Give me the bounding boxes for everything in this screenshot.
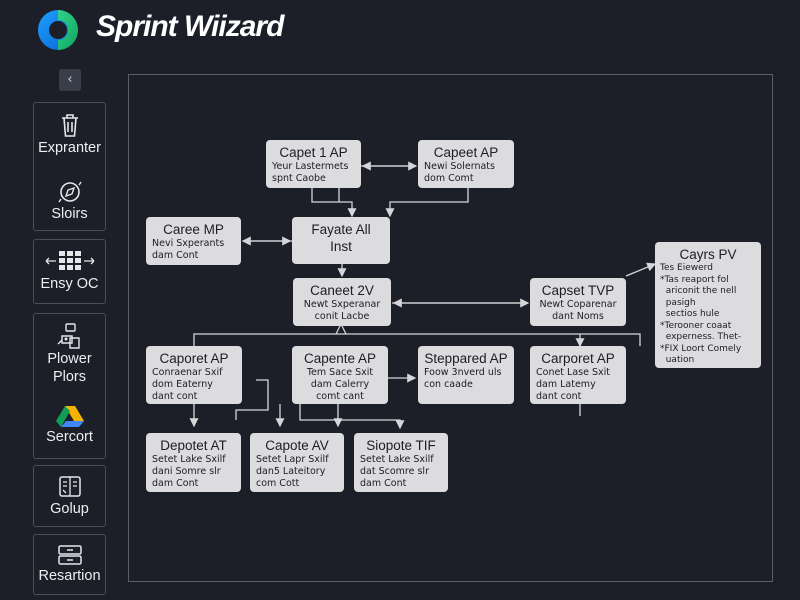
people-icon xyxy=(57,323,80,349)
diagram-node[interactable]: Cayrs PV Tes Eiewerd *Tas reaport fol ar… xyxy=(655,242,761,368)
grid-arrows-icon xyxy=(45,251,94,270)
sidebar-group-5: Resartion xyxy=(33,534,106,595)
drive-triangle-icon xyxy=(55,406,84,427)
node-description: Newt Sxperanar conit Lacbe xyxy=(303,299,381,322)
node-title: Depotet AT xyxy=(160,438,227,453)
sidebar-item-label: Sercort xyxy=(46,429,93,445)
node-title: Capet 1 AP xyxy=(279,145,348,160)
trash-icon xyxy=(61,114,78,137)
sidebar-item-label: Plower xyxy=(47,351,92,367)
sidebar-item-label: Ensy OC xyxy=(40,276,99,292)
node-title: Capeet AP xyxy=(433,145,499,160)
node-description: Newi Solernats dom Comt xyxy=(424,161,495,184)
archive-icon xyxy=(57,545,82,565)
app-logo-icon xyxy=(38,10,78,50)
node-title: Caporet AP xyxy=(159,351,229,366)
diagram-node[interactable]: Fayate All Inst xyxy=(292,217,390,264)
sidebar-item-plower-plors[interactable]: Plower Plors xyxy=(34,322,105,386)
diagram-node[interactable]: Capote AV Setet Lapr Sxilf dan5 Lateitor… xyxy=(250,433,344,492)
node-title: Cayrs PV xyxy=(679,247,737,262)
node-description: Setet Lapr Sxilf dan5 Lateitory com Cott xyxy=(256,454,329,489)
sidebar-item-expranter[interactable]: Expranter xyxy=(34,113,105,157)
node-description: Setet Lake Sxilf dat Scomre slr dam Cont xyxy=(360,454,434,489)
node-description: Nevi Sxperants dam Cont xyxy=(152,238,225,261)
diagram-node[interactable]: Capente AP Tem Sace Sxit dam Calerry com… xyxy=(292,346,388,404)
node-description: Conet Lase Sxit dam Latemy dant cont xyxy=(536,367,611,402)
node-description: Yeur Lastermets spnt Caobe xyxy=(272,161,349,184)
diagram-node[interactable]: Carporet AP Conet Lase Sxit dam Latemy d… xyxy=(530,346,626,404)
sidebar-group-1: Expranter Sloirs xyxy=(33,102,106,231)
node-title: Steppared AP xyxy=(424,351,508,366)
sidebar-item-label: Sloirs xyxy=(51,206,88,222)
diagram-node[interactable]: Steppared AP Foow 3nverd uls con caade xyxy=(418,346,514,404)
compass-icon xyxy=(57,181,82,203)
sidebar-collapse-button[interactable]: ‹ xyxy=(59,69,81,91)
node-title: Capset TVP xyxy=(541,283,615,298)
sidebar-item-resartion[interactable]: Resartion xyxy=(34,543,105,585)
sidebar-item-sercort[interactable]: Sercort xyxy=(34,404,105,446)
node-title: Caree MP xyxy=(163,222,224,237)
node-description: Tes Eiewerd *Tas reaport fol ariconit th… xyxy=(660,263,742,365)
sidebar-item-label: Resartion xyxy=(38,568,101,584)
node-description: Setet Lake Sxilf dani Somre slr dam Cont xyxy=(152,454,226,489)
node-description: Conraenar Sxif dom Eaterny dant cont xyxy=(152,367,223,402)
diagram-node[interactable]: Capeet AP Newi Solernats dom Comt xyxy=(418,140,514,188)
sidebar-group-2: Ensy OC xyxy=(33,239,106,304)
node-title: Fayate All Inst xyxy=(311,222,371,254)
diagram-node[interactable]: Siopote TIF Setet Lake Sxilf dat Scomre … xyxy=(354,433,448,492)
book-icon xyxy=(58,476,81,497)
diagram-node[interactable]: Depotet AT Setet Lake Sxilf dani Somre s… xyxy=(146,433,241,492)
node-description: Foow 3nverd uls con caade xyxy=(424,367,502,390)
diagram-node[interactable]: Capet 1 AP Yeur Lastermets spnt Caobe xyxy=(266,140,361,188)
node-description: Newt Coparenar dant Noms xyxy=(539,299,617,322)
node-title: Capente AP xyxy=(303,351,377,366)
sidebar-item-ensy-oc[interactable]: Ensy OC xyxy=(34,249,105,293)
sidebar-item-label-2: Plors xyxy=(52,369,87,385)
diagram-node[interactable]: Caporet AP Conraenar Sxif dom Eaterny da… xyxy=(146,346,242,404)
node-title: Siopote TIF xyxy=(366,438,436,453)
diagram-node[interactable]: Caneet 2V Newt Sxperanar conit Lacbe xyxy=(293,278,391,326)
diagram-node[interactable]: Capset TVP Newt Coparenar dant Noms xyxy=(530,278,626,326)
node-title: Caneet 2V xyxy=(310,283,374,298)
sidebar-item-label: Golup xyxy=(50,501,89,517)
sidebar-item-golup[interactable]: Golup xyxy=(34,474,105,518)
sidebar-item-sloirs[interactable]: Sloirs xyxy=(34,179,105,223)
sidebar-group-4: Golup xyxy=(33,465,106,527)
sidebar-item-label: Expranter xyxy=(38,140,101,156)
diagram-canvas[interactable] xyxy=(128,74,773,582)
node-title: Carporet AP xyxy=(541,351,615,366)
diagram-node[interactable]: Caree MP Nevi Sxperants dam Cont xyxy=(146,217,241,265)
sidebar-group-3: Plower Plors Sercort xyxy=(33,313,106,459)
node-description: Tem Sace Sxit dam Calerry comt cant xyxy=(306,367,374,402)
node-title: Capote AV xyxy=(265,438,329,453)
app-title: Sprint Wiizard xyxy=(96,10,284,43)
